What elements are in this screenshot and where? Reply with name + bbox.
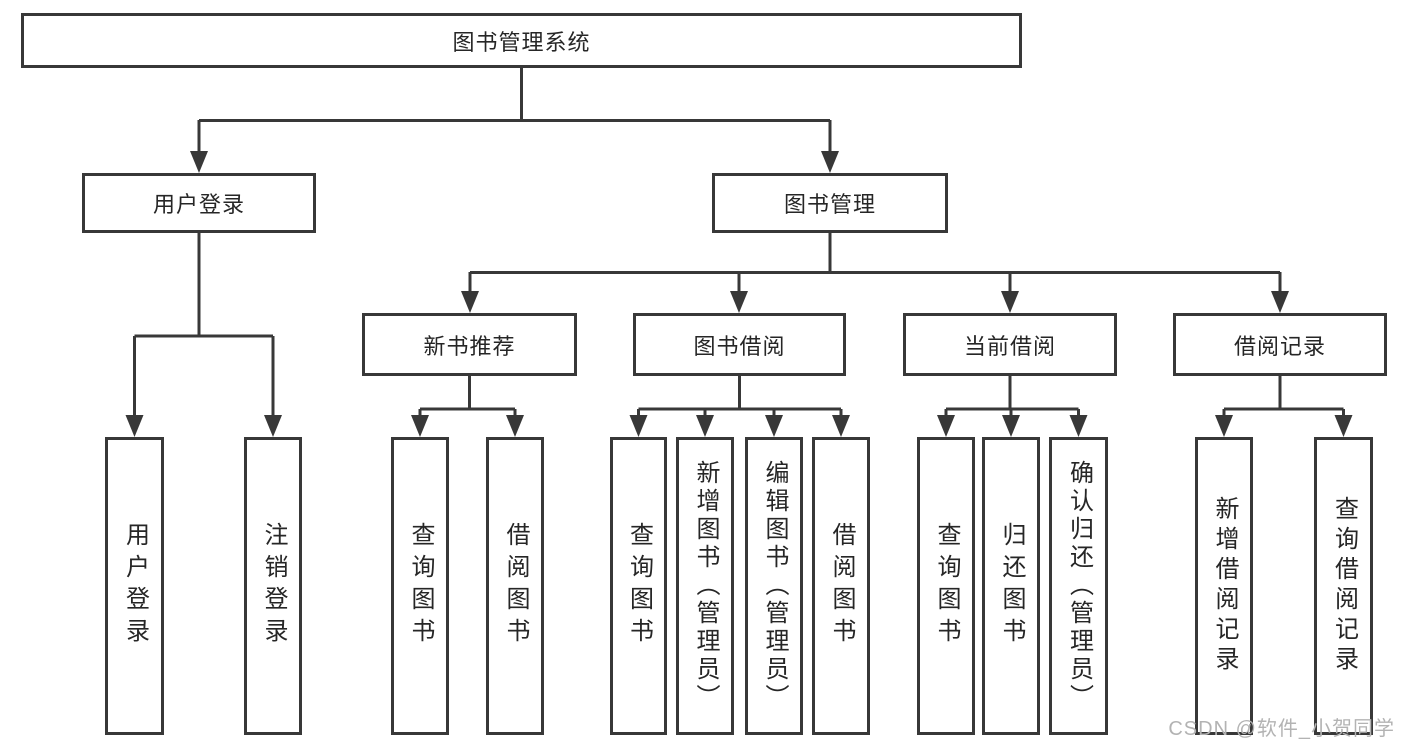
leaf-label: 确认归还（管理员） <box>1065 460 1093 712</box>
leaf-return-books: 归还图书 <box>982 437 1040 735</box>
node-book-borrowing: 图书借阅 <box>633 313 846 376</box>
leaf-query-books-borrowing: 查询图书 <box>610 437 667 735</box>
leaf-borrow-books-recommend: 借阅图书 <box>486 437 544 735</box>
node-label: 用户登录 <box>152 192 245 217</box>
leaf-label: 用户登录 <box>121 522 149 650</box>
node-label: 图书管理系统 <box>452 29 591 55</box>
node-current-borrowing: 当前借阅 <box>903 313 1117 376</box>
leaf-confirm-return-admin: 确认归还（管理员） <box>1049 437 1108 735</box>
node-book-management: 图书管理 <box>712 173 948 233</box>
leaf-query-borrow-record: 查询借阅记录 <box>1314 437 1373 735</box>
connector-user-login-branch <box>125 233 282 437</box>
node-new-book-recommend: 新书推荐 <box>362 313 577 376</box>
csdn-watermark: CSDN @软件_小贺同学 <box>1168 718 1395 740</box>
leaf-label: 借阅图书 <box>502 522 529 650</box>
leaf-label: 查询图书 <box>407 522 434 650</box>
leaf-edit-books-admin: 编辑图书（管理员） <box>745 437 803 735</box>
node-borrow-records: 借阅记录 <box>1173 313 1387 376</box>
node-root-system: 图书管理系统 <box>21 13 1022 68</box>
node-label: 图书管理 <box>783 192 876 217</box>
connector-current-borrow-branch <box>937 376 1088 437</box>
leaf-label: 借阅图书 <box>828 522 855 650</box>
connector-book-borrow-branch <box>629 376 850 437</box>
leaf-label: 新增图书（管理员） <box>692 460 719 712</box>
leaf-query-books-recommend: 查询图书 <box>391 437 449 735</box>
leaf-add-borrow-record: 新增借阅记录 <box>1195 437 1253 735</box>
leaf-label: 归还图书 <box>998 522 1025 650</box>
connector-root-to-level1 <box>190 66 839 173</box>
node-user-login: 用户登录 <box>82 173 316 233</box>
leaf-logout: 注销登录 <box>244 437 302 735</box>
leaf-label: 查询借阅记录 <box>1330 496 1358 676</box>
node-label: 借阅记录 <box>1233 333 1326 359</box>
node-label: 当前借阅 <box>963 333 1056 359</box>
leaf-add-books-admin: 新增图书（管理员） <box>676 437 734 735</box>
leaf-label: 编辑图书（管理员） <box>761 460 788 712</box>
connector-new-book-branch <box>411 376 524 437</box>
leaf-borrow-books: 借阅图书 <box>812 437 870 735</box>
leaf-user-login: 用户登录 <box>105 437 164 735</box>
leaf-label: 新增借阅记录 <box>1211 496 1238 676</box>
leaf-label: 注销登录 <box>260 522 287 650</box>
connector-borrow-records-branch <box>1215 376 1353 437</box>
leaf-query-books-current: 查询图书 <box>917 437 975 735</box>
leaf-label: 查询图书 <box>625 522 653 650</box>
leaf-label: 查询图书 <box>933 522 960 650</box>
node-label: 图书借阅 <box>693 333 786 359</box>
connector-book-mgmt-branch <box>461 233 1289 313</box>
node-label: 新书推荐 <box>423 333 516 359</box>
